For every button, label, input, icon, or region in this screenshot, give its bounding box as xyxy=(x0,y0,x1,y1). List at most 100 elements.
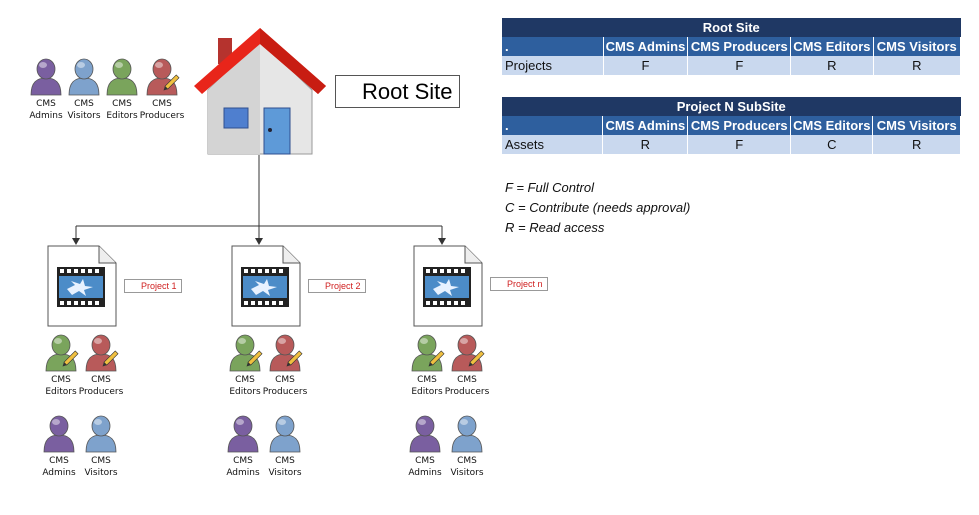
column-header: . xyxy=(502,37,604,56)
user-group-label-line: Editors xyxy=(411,387,443,397)
user-icon xyxy=(225,415,261,457)
user-icon xyxy=(41,415,77,457)
user-group-label-line: CMS xyxy=(457,375,477,385)
video-document-icon xyxy=(47,245,117,327)
table-row: Assets R F C R xyxy=(502,135,961,154)
user-group-label-line: Admins xyxy=(42,468,76,478)
user-icon xyxy=(267,334,303,376)
table-row: Projects F F R R xyxy=(502,56,962,75)
user-group-label-line: Editors xyxy=(45,387,77,397)
table-title: Root Site xyxy=(502,18,961,37)
user-group-label: CMS Editors xyxy=(92,98,152,122)
user-group-label-line: CMS xyxy=(275,375,295,385)
user-group-label-line: Admins xyxy=(226,468,260,478)
user-group-label-line: CMS xyxy=(49,456,69,466)
user-group-label-line: CMS xyxy=(51,375,71,385)
legend-item: C = Contribute (needs approval) xyxy=(505,200,691,215)
legend-item: F = Full Control xyxy=(505,180,594,195)
user-group-label-line: CMS xyxy=(152,99,172,109)
user-group-label: CMS Visitors xyxy=(71,455,131,479)
user-group-label-line: Admins xyxy=(29,111,63,121)
user-icon xyxy=(83,334,119,376)
user-icon xyxy=(267,415,303,457)
user-group-label-line: CMS xyxy=(112,99,132,109)
table-cell: F xyxy=(603,56,689,75)
user-group-label-line: Admins xyxy=(408,468,442,478)
table-title: Project N SubSite xyxy=(502,97,961,116)
project-label: Project n xyxy=(490,277,548,291)
user-group-label: CMS Admins xyxy=(16,98,76,122)
permission-legend: F = Full Control C = Contribute (needs a… xyxy=(505,178,690,238)
user-group-label: CMS Admins xyxy=(213,455,273,479)
user-icon xyxy=(66,58,102,100)
table-cell: R xyxy=(872,135,961,154)
user-group-label-line: CMS xyxy=(36,99,56,109)
video-document-icon xyxy=(231,245,301,327)
user-group-label: CMS Producers xyxy=(132,98,192,122)
user-group-label: CMS Producers xyxy=(255,374,315,398)
user-icon xyxy=(43,334,79,376)
user-group-label-line: CMS xyxy=(417,375,437,385)
user-icon xyxy=(449,334,485,376)
user-group-label-line: CMS xyxy=(91,456,111,466)
project-label: Project 2 xyxy=(308,279,366,293)
user-group-label-line: Producers xyxy=(139,111,185,121)
user-group-label: CMS Visitors xyxy=(255,455,315,479)
user-icon xyxy=(28,58,64,100)
user-icon xyxy=(449,415,485,457)
user-icon xyxy=(407,415,443,457)
root-site-label: Root Site xyxy=(335,75,460,108)
user-icon xyxy=(227,334,263,376)
user-group-label-line: Producers xyxy=(444,387,490,397)
user-group-label-line: CMS xyxy=(74,99,94,109)
user-icon xyxy=(83,415,119,457)
table-cell: Projects xyxy=(502,56,604,75)
table-cell: R xyxy=(602,135,689,154)
table-cell: F xyxy=(687,135,792,154)
video-document-icon xyxy=(413,245,483,327)
user-group-label-line: CMS xyxy=(415,456,435,466)
table-cell: F xyxy=(687,56,792,75)
user-group-label: CMS Editors xyxy=(31,374,91,398)
user-group-label-line: CMS xyxy=(275,456,295,466)
column-header: CMS Producers xyxy=(687,37,792,56)
user-group-label-line: CMS xyxy=(91,375,111,385)
house-icon xyxy=(194,28,326,155)
project-label: Project 1 xyxy=(124,279,182,293)
user-group-label: CMS Editors xyxy=(397,374,457,398)
user-group-label-line: Producers xyxy=(262,387,308,397)
user-group-label: CMS Admins xyxy=(395,455,455,479)
column-header: . xyxy=(502,116,604,135)
column-header: CMS Editors xyxy=(790,116,874,135)
user-group-label-line: Editors xyxy=(229,387,261,397)
column-header: CMS Admins xyxy=(602,116,689,135)
column-header: CMS Producers xyxy=(687,116,792,135)
user-group-label-line: Visitors xyxy=(84,468,118,478)
project-subsite-permissions-table: Project N SubSite . CMS Admins CMS Produ… xyxy=(502,97,961,154)
user-group-label: CMS Producers xyxy=(71,374,131,398)
column-header: CMS Visitors xyxy=(873,37,962,56)
user-group-label-line: Editors xyxy=(106,111,138,121)
user-group-label: CMS Producers xyxy=(437,374,497,398)
table-cell: R xyxy=(873,56,962,75)
table-cell: R xyxy=(790,56,874,75)
user-group-label-line: Visitors xyxy=(268,468,302,478)
user-group-label: CMS Visitors xyxy=(437,455,497,479)
column-header: CMS Editors xyxy=(790,37,874,56)
column-header: CMS Visitors xyxy=(872,116,961,135)
user-group-label-line: Visitors xyxy=(450,468,484,478)
user-icon xyxy=(104,58,140,100)
root-site-permissions-table: Root Site . CMS Admins CMS Producers CMS… xyxy=(502,18,962,75)
user-group-label-line: CMS xyxy=(233,456,253,466)
user-group-label-line: Producers xyxy=(78,387,124,397)
user-icon xyxy=(409,334,445,376)
user-group-label-line: CMS xyxy=(457,456,477,466)
table-cell: Assets xyxy=(502,135,604,154)
user-icon xyxy=(144,58,180,100)
legend-item: R = Read access xyxy=(505,220,605,235)
table-cell: C xyxy=(790,135,874,154)
user-group-label: CMS Admins xyxy=(29,455,89,479)
